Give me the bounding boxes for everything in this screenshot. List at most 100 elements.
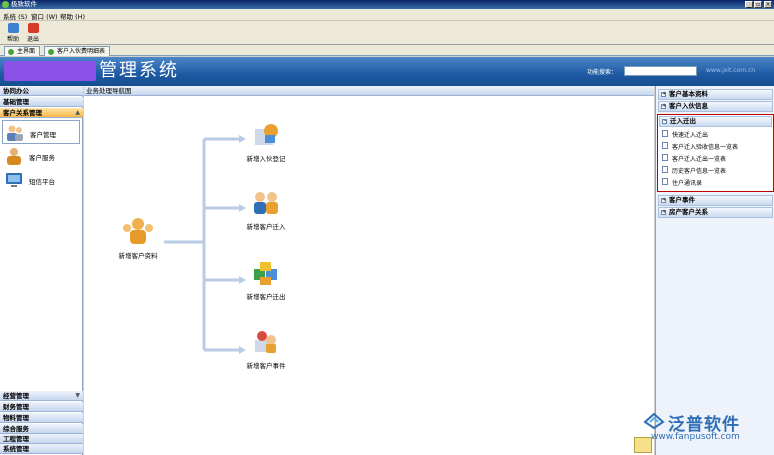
left-navigation: 协同办公 基础管理 客户关系管理 ▲ 客户管理 客户服务 短信平台 经营管理 ▼… (0, 86, 83, 455)
node-new-customer-label: 新增客户资料 (118, 252, 158, 260)
group-move-in-out[interactable]: − 迁入迁出 (659, 116, 772, 127)
group-move-in-info-label: 客户入伙信息 (669, 102, 708, 110)
nav-group-operations-label: 经营管理 (3, 392, 29, 400)
menu-window[interactable]: 窗口 (W) (31, 13, 58, 21)
nav-item-customer-service[interactable]: 客户服务 (2, 144, 80, 168)
link-resident-directory[interactable]: 住户通讯录 (660, 178, 702, 187)
nav-group-system[interactable]: 系统管理 (0, 444, 83, 454)
menu-bar: 系统 (S) 窗口 (W) 帮助 (H) (0, 9, 774, 21)
node-customer-move-in[interactable]: 新增客户迁入 (236, 189, 296, 231)
close-button[interactable]: × (764, 1, 772, 8)
register-icon (255, 124, 278, 145)
customer-management-icon (7, 125, 23, 141)
node-move-in-register[interactable]: 新增入伙登记 (236, 121, 296, 163)
minimize-button[interactable]: _ (745, 1, 753, 8)
group-move-in-out-label: 迁入迁出 (670, 117, 696, 125)
link-resident-directory-label: 住户通讯录 (672, 180, 703, 187)
nav-group-collab[interactable]: 协同办公 (0, 86, 83, 96)
group-customer-basic-info-label: 客户基本资料 (669, 90, 708, 98)
nav-group-materials[interactable]: 物料管理 (0, 413, 83, 423)
link-move-in-out-list[interactable]: 客户迁入迁出一览表 (660, 154, 726, 163)
link-quick-move-label: 快速迁入迁出 (672, 132, 709, 139)
node-customer-move-in-label: 新增客户迁入 (246, 223, 286, 231)
document-icon (662, 130, 668, 137)
group-customer-basic-info[interactable]: + 客户基本资料 (658, 89, 773, 100)
nav-group-finance[interactable]: 财务管理 (0, 402, 83, 412)
tab-home[interactable]: 主界面 (4, 46, 41, 56)
header-banner: 管理系统 功能搜索： www.jxit.com.cn (0, 57, 774, 86)
node-customer-move-out-label: 新增客户迁出 (246, 293, 286, 301)
monitor-icon (6, 173, 22, 187)
exit-icon (27, 23, 39, 33)
system-title: 管理系统 (99, 60, 179, 81)
document-icon (662, 178, 668, 185)
document-icon (662, 154, 668, 161)
nav-group-basic[interactable]: 基础管理 (0, 97, 83, 107)
nav-item-sms-platform-label: 短信平台 (29, 178, 55, 186)
expand-icon: + (661, 197, 667, 203)
link-history-customers[interactable]: 历史客户信息一览表 (660, 166, 726, 175)
node-new-customer[interactable]: 新增客户资料 (108, 216, 168, 260)
nav-item-customer-management-label: 客户管理 (30, 131, 56, 139)
right-function-panel: + 客户基本资料 + 客户入伙信息 − 迁入迁出 快速迁入迁出 客户迁入验收信息… (655, 86, 774, 455)
help-button[interactable]: 帮助 (4, 23, 22, 43)
group-customer-events[interactable]: + 客户事件 (658, 195, 773, 206)
watermark-site: www.fanpusoft.com (651, 432, 740, 442)
expand-icon: + (661, 91, 667, 97)
node-move-in-register-label: 新增入伙登记 (246, 155, 286, 163)
event-icon (255, 331, 276, 353)
link-move-in-acceptance[interactable]: 客户迁入验收信息一览表 (660, 142, 738, 151)
fee-tab-icon (48, 49, 54, 55)
exit-button[interactable]: 退出 (24, 23, 42, 43)
group-move-in-info[interactable]: + 客户入伙信息 (658, 101, 773, 112)
search-label: 功能搜索： (587, 69, 618, 76)
node-customer-event[interactable]: 新增客户事件 (236, 328, 296, 370)
document-icon (662, 166, 668, 173)
customer-group-icon (123, 218, 153, 244)
folder-icon[interactable] (634, 437, 652, 453)
expand-arrow-icon: ▼ (75, 392, 80, 399)
window-title: 极致软件 (11, 0, 37, 8)
banner-url: www.jxit.com.cn (706, 67, 756, 74)
nav-item-customer-management[interactable]: 客户管理 (2, 120, 80, 144)
watermark-brand: 泛普软件 (668, 415, 740, 435)
nav-group-crm-label: 客户关系管理 (3, 109, 42, 117)
collapse-icon: − (662, 118, 668, 124)
nav-group-crm[interactable]: 客户关系管理 ▲ (0, 108, 83, 118)
group-property-relations-label: 房产客户关系 (669, 208, 708, 216)
expanded-group-box: − 迁入迁出 快速迁入迁出 客户迁入验收信息一览表 客户迁入迁出一览表 历史客户… (657, 114, 774, 192)
company-logo-redacted (4, 61, 96, 81)
nav-group-general-service[interactable]: 综合服务 (0, 424, 83, 434)
link-move-in-acceptance-label: 客户迁入验收信息一览表 (672, 144, 739, 151)
customer-service-icon (7, 148, 21, 165)
nav-group-operations[interactable]: 经营管理 ▼ (0, 391, 83, 401)
users-icon (254, 192, 278, 214)
fanpu-logo-icon (643, 412, 665, 430)
nav-item-sms-platform[interactable]: 短信平台 (2, 168, 80, 192)
function-search-input[interactable] (624, 66, 697, 76)
fanpu-watermark: 泛普软件 www.fanpusoft.com (643, 410, 774, 444)
app-icon (2, 1, 9, 8)
tab-fee-detail-label: 客户入伙费明细表 (57, 48, 106, 55)
puzzle-icon (254, 262, 277, 285)
tab-home-label: 主界面 (17, 48, 36, 55)
workflow-connectors (164, 135, 246, 354)
node-customer-move-out[interactable]: 新增客户迁出 (236, 259, 296, 301)
toolbar: 帮助 退出 (0, 21, 774, 45)
nav-group-engineering[interactable]: 工程管理 (0, 434, 83, 444)
expand-icon: + (661, 209, 667, 215)
help-icon (7, 23, 19, 33)
restore-button[interactable]: ▫ (754, 1, 762, 8)
link-move-in-out-list-label: 客户迁入迁出一览表 (672, 156, 727, 163)
link-quick-move[interactable]: 快速迁入迁出 (660, 130, 708, 139)
breadcrumb: 业务处理导航图 (84, 86, 654, 96)
tab-fee-detail[interactable]: 客户入伙费明细表 (44, 46, 111, 56)
tab-bar: 主界面 客户入伙费明细表 (0, 45, 774, 56)
menu-system[interactable]: 系统 (S) (3, 13, 28, 21)
menu-help[interactable]: 帮助 (H) (60, 13, 86, 21)
title-bar: 极致软件 _ ▫ × (0, 0, 774, 9)
node-customer-event-label: 新增客户事件 (246, 362, 286, 370)
link-history-customers-label: 历史客户信息一览表 (672, 168, 727, 175)
group-property-relations[interactable]: + 房产客户关系 (658, 207, 773, 218)
home-tab-icon (8, 49, 14, 55)
